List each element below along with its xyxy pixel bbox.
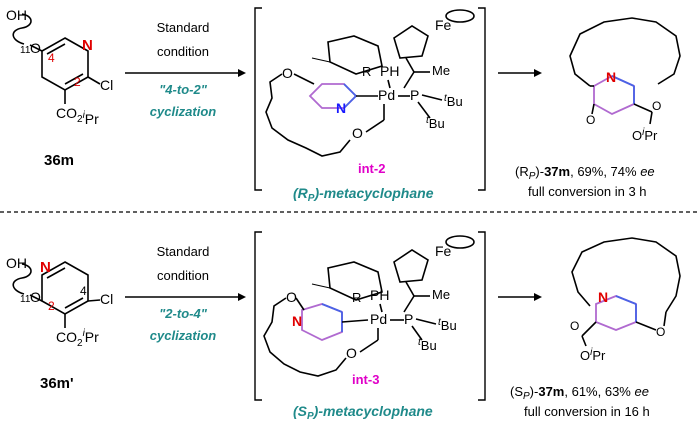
bottom-starting-material-36m-prime: OH 11 O N 2 4 Cl CO2iPr 36m': [6, 255, 113, 392]
oh-label: OH: [6, 7, 27, 23]
carbonyl-o-product: O: [652, 99, 661, 113]
position-4-label: 4: [80, 284, 87, 298]
top-intermediate-int-2: Fe Me R PH Pd P tBu tBu N O O int-2 (RP)…: [265, 9, 475, 204]
top-product-37m: N O OiPr O (RP)-37m, 69%, 74% ee full co…: [515, 17, 681, 199]
n-atom-intermediate: N: [292, 313, 302, 329]
o-label-upper: O: [282, 65, 293, 81]
tbu-label-1: tBu: [438, 317, 457, 333]
arrow-text-standard: Standard: [157, 244, 210, 259]
top-starting-material-36m: OH 11 O 4 2 N Cl CO2iPr 36m: [6, 7, 113, 169]
o-label-lower: O: [352, 125, 363, 141]
n-atom-product: N: [598, 289, 608, 305]
ester-o-product: OiPr: [580, 347, 606, 363]
tbu-label-1: tBu: [444, 93, 463, 109]
result-yield-ee: (SP)-37m, 61%, 63% ee: [510, 384, 649, 402]
n-atom: N: [82, 37, 93, 54]
r-label: R: [362, 64, 371, 79]
n-atom-intermediate: N: [336, 100, 346, 116]
pyridine-ring-intermediate: [308, 83, 358, 109]
position-2-label: 2: [48, 299, 55, 313]
ph-label: PH: [370, 287, 389, 303]
bottom-product-arrow: [498, 293, 542, 301]
tbu-label-2: tBu: [418, 337, 437, 353]
macrocycle-chain: [569, 17, 681, 87]
arrow-text-cyclization: cyclization: [150, 328, 217, 343]
metacyclophane-label: (RP)-metacyclophane: [293, 185, 434, 204]
metacyclophane-label: (SP)-metacyclophane: [293, 403, 433, 422]
n-atom-product: N: [606, 69, 616, 85]
tbu-label-2: tBu: [426, 115, 445, 131]
ph-label: PH: [380, 63, 399, 79]
int-3-label: int-3: [352, 372, 379, 387]
arrow-text-standard: Standard: [157, 20, 210, 35]
carbonyl-o-product: O: [570, 319, 579, 333]
bottom-intermediate-int-3: Fe Me R PH Pd P tBu tBu N O O int-3 (SP)…: [263, 235, 475, 422]
ether-o-product: O: [586, 113, 595, 127]
o-label: O: [30, 40, 41, 56]
cyclopentadienyl-ring: [393, 25, 429, 59]
result-conversion: full conversion in 16 h: [524, 404, 650, 419]
pd-label: Pd: [370, 311, 387, 327]
top-intermediate-brackets: [254, 7, 486, 191]
me-label: Me: [432, 63, 450, 78]
r-label: R: [352, 290, 361, 305]
subscript-11: 11: [20, 45, 31, 56]
arrow-text-condition: condition: [157, 44, 209, 59]
arrow-text-cyclization: cyclization: [150, 104, 217, 119]
compound-label-36m: 36m: [44, 152, 74, 169]
int-2-label: int-2: [358, 161, 385, 176]
fe-label: Fe: [435, 243, 452, 259]
ester-label: CO2iPr: [56, 105, 99, 127]
oh-label: OH: [6, 255, 27, 271]
o-label: O: [30, 289, 41, 305]
fe-label: Fe: [435, 17, 452, 33]
result-yield-ee: (RP)-37m, 69%, 74% ee: [515, 164, 655, 182]
alkyl-tether: [263, 297, 347, 377]
cl-label: Cl: [100, 77, 113, 93]
ester-label: CO2iPr: [56, 328, 99, 349]
compound-label-36m-prime: 36m': [40, 375, 74, 392]
cp-ring-top-icon: [445, 9, 475, 23]
position-2-label: 2: [74, 75, 81, 89]
top-product-arrow: [498, 69, 542, 77]
position-4-label: 4: [48, 51, 55, 65]
p-label: P: [410, 87, 419, 103]
o-label-lower: O: [346, 345, 357, 361]
cyclopentadienyl-ring: [393, 249, 429, 283]
ester-o-product: OiPr: [632, 127, 658, 143]
arrow-text-condition: condition: [157, 268, 209, 283]
subscript-11: 11: [20, 294, 31, 305]
bottom-reaction-arrow: Standard condition "2-to-4" cyclization: [125, 244, 246, 343]
cp-ring-top-icon: [445, 235, 475, 249]
arrow-text-cyclization-mode: "2-to-4": [159, 306, 208, 321]
p-label: P: [404, 311, 413, 327]
o-label-upper: O: [286, 289, 297, 305]
me-label: Me: [432, 287, 450, 302]
alkyl-tether: [265, 73, 351, 157]
arrow-text-cyclization-mode: "4-to-2": [159, 82, 208, 97]
n-atom: N: [40, 259, 51, 276]
cl-label: Cl: [100, 291, 113, 307]
pd-label: Pd: [378, 87, 395, 103]
macrocycle-chain: [571, 237, 681, 313]
result-conversion: full conversion in 3 h: [528, 184, 647, 199]
top-reaction-arrow: Standard condition "4-to-2" cyclization: [125, 20, 246, 119]
bottom-product-37m: N O OiPr O (SP)-37m, 61%, 63% ee full co…: [510, 237, 681, 419]
cyclohexyl-ring: [327, 35, 383, 75]
bottom-intermediate-brackets: [254, 231, 486, 401]
ether-o-product: O: [656, 325, 665, 339]
